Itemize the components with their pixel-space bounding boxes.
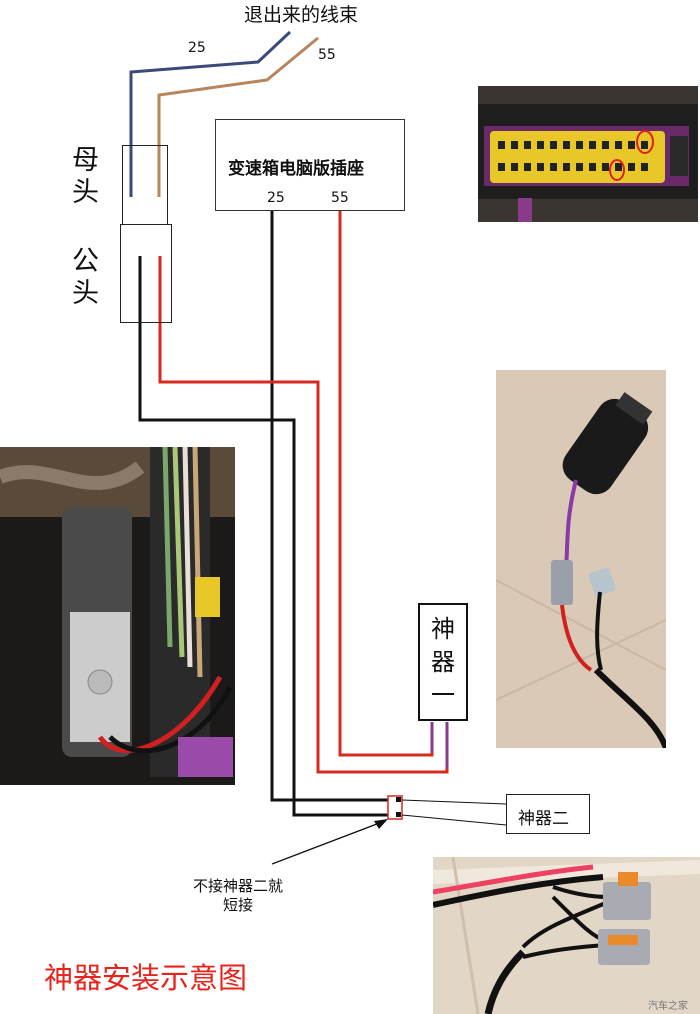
car-connector-photo (0, 447, 235, 785)
device-two-photo (433, 857, 700, 1014)
female-head-label: 母 头 (72, 145, 99, 208)
male-connector (120, 224, 172, 323)
device-one-box: 神 器 一 (418, 603, 468, 721)
wire-black-pin25 (270, 197, 396, 802)
device-two-label: 神器二 (518, 809, 569, 829)
ecu-socket-photo (478, 86, 698, 222)
device-one-label: 神 器 一 (431, 615, 455, 709)
wire-black-male (138, 256, 396, 817)
ecu-socket-title: 变速箱电脑版插座 (228, 159, 364, 179)
wire-25-label: 25 (188, 40, 206, 56)
wire-25-navy (129, 30, 292, 197)
device-one-photo (496, 370, 666, 748)
device-two-box: 神器二 (506, 794, 590, 834)
wire-55-label: 55 (318, 47, 336, 63)
wire-to-device-two (401, 799, 507, 805)
arrow-to-short (271, 821, 383, 865)
ecu-pin-55: 55 (331, 190, 349, 206)
male-head-label: 公 头 (72, 246, 99, 309)
diagram-caption: 神器安装示意图 (44, 961, 248, 995)
short-note: 不接神器二就 短接 (193, 877, 284, 914)
wire-55-brown (157, 36, 319, 197)
watermark: 汽车之家 (648, 1001, 688, 1012)
ecu-pin-25: 25 (267, 190, 285, 206)
harness-label: 退出来的线束 (244, 4, 359, 26)
ecu-socket-box: 变速箱电脑版插座 25 55 (215, 119, 405, 211)
female-connector (122, 145, 168, 225)
